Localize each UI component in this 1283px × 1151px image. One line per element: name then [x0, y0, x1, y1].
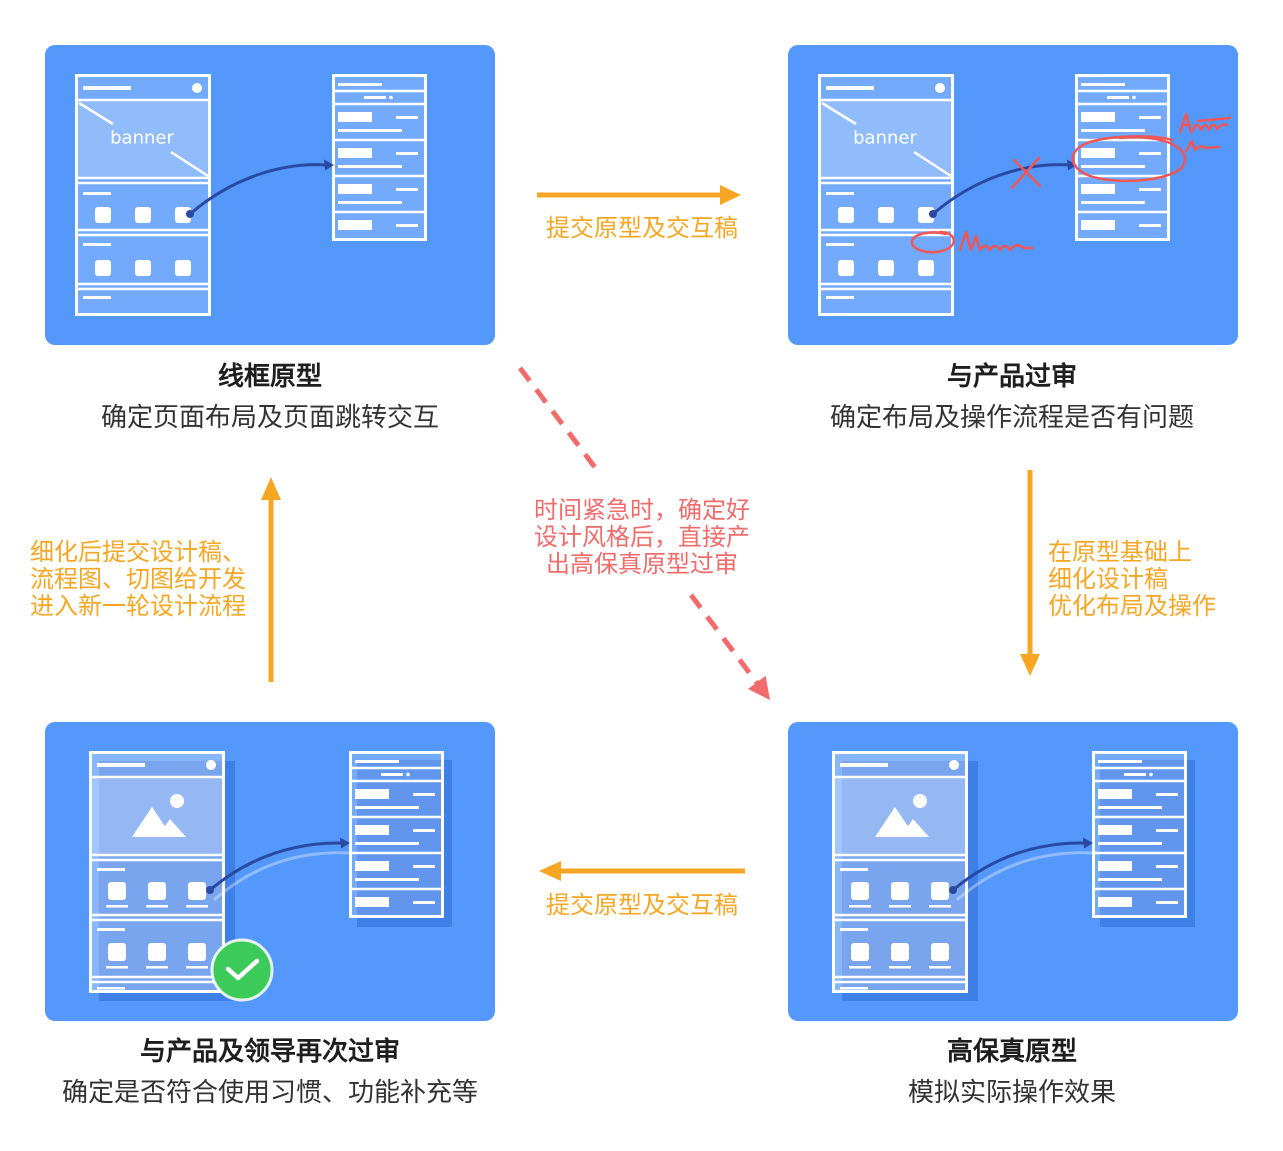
page-jump-link — [929, 159, 1077, 218]
list-page-mockup — [1075, 74, 1170, 241]
list-page-mockup — [332, 74, 427, 241]
arrow-submit-hifi — [539, 861, 745, 881]
shortcut-label: 设计风格后，直接产 — [534, 523, 750, 551]
stage-title: 高保真原型 — [947, 1036, 1077, 1067]
banner-placeholder-label: banner — [853, 128, 917, 149]
arrow-label: 细化后提交设计稿、 — [30, 538, 246, 566]
list-page-mockup — [349, 751, 444, 918]
stage-description: 模拟实际操作效果 — [908, 1078, 1116, 1108]
hifi-phone-mockup — [89, 751, 225, 993]
hifi-phone-mockup — [832, 751, 968, 993]
banner-placeholder-label: banner — [110, 128, 174, 149]
arrow-shortcut-dashed — [518, 366, 770, 700]
stage-description: 确定页面布局及页面跳转交互 — [101, 403, 439, 433]
arrow-label: 细化设计稿 — [1048, 565, 1168, 593]
stage-title: 与产品及领导再次过审 — [140, 1036, 400, 1067]
arrow-label: 进入新一轮设计流程 — [30, 592, 246, 620]
stage-high-fidelity — [788, 722, 1238, 1021]
highlight-circle — [1071, 135, 1187, 183]
arrow-label: 提交原型及交互稿 — [546, 891, 738, 919]
page-jump-link — [206, 837, 351, 901]
stage-final-review — [45, 722, 495, 1021]
arrow-label: 流程图、切图给开发 — [30, 565, 246, 593]
stage-description: 确定是否符合使用习惯、功能补充等 — [62, 1078, 478, 1108]
arrow-label: 优化布局及操作 — [1048, 592, 1216, 620]
stage-title: 线框原型 — [218, 362, 322, 392]
stage-wireframe: banner — [45, 45, 495, 345]
highlight-circle — [910, 230, 955, 254]
page-jump-link — [949, 837, 1094, 901]
shortcut-label: 出高保真原型过审 — [546, 550, 738, 578]
lofi-phone-mockup — [818, 74, 954, 316]
handwritten-note — [1178, 112, 1232, 153]
handwritten-note — [958, 230, 1034, 252]
lofi-phone-mockup — [75, 74, 211, 316]
stage-description: 确定布局及操作流程是否有问题 — [830, 403, 1194, 433]
arrow-label: 提交原型及交互稿 — [546, 214, 738, 242]
arrow-submit-prototype — [537, 185, 741, 205]
arrow-label: 在原型基础上 — [1048, 538, 1192, 566]
stage-product-review: banner — [788, 45, 1238, 345]
review-annotations — [910, 112, 1232, 254]
list-page-mockup — [1092, 751, 1187, 918]
arrow-handoff — [261, 477, 281, 682]
check-icon — [210, 938, 274, 1002]
shortcut-label: 时间紧急时，确定好 — [534, 496, 750, 524]
cross-mark-icon — [1010, 156, 1042, 190]
arrow-refine-design — [1020, 470, 1040, 676]
stage-title: 与产品过审 — [947, 361, 1077, 392]
page-jump-link — [186, 159, 334, 218]
